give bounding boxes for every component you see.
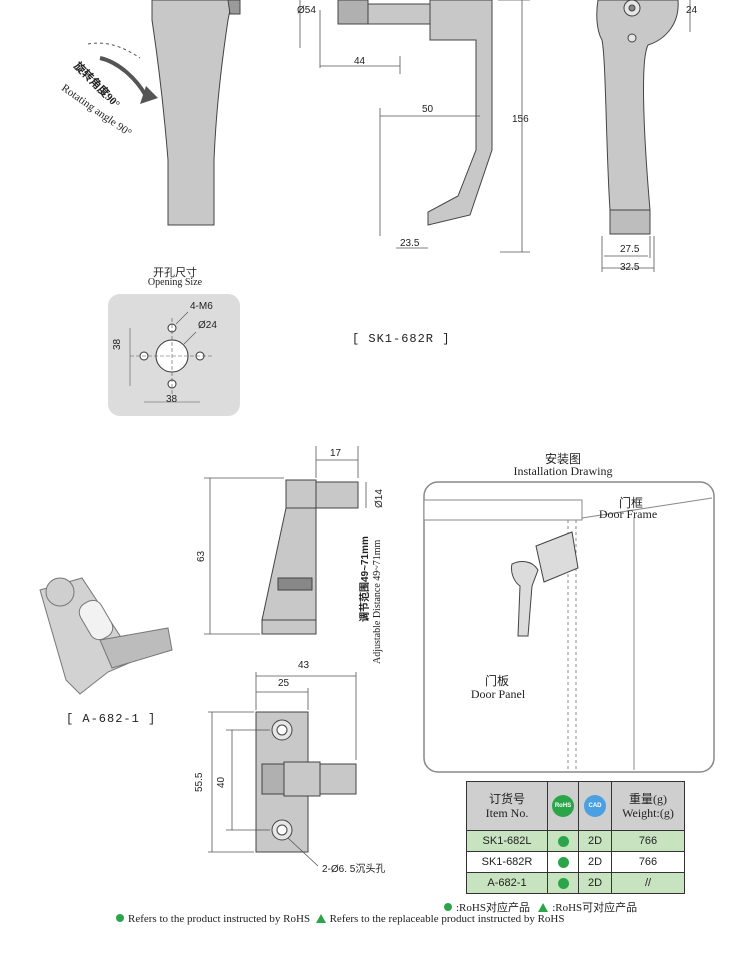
dim-43: 43 bbox=[298, 660, 310, 671]
header-weight: 重量(g) Weight:(g) bbox=[611, 781, 685, 831]
cad-icon: CAD bbox=[584, 795, 606, 817]
bracket-3d-image bbox=[39, 577, 173, 695]
bracket-side-view bbox=[261, 479, 359, 635]
dim-32-5: 32.5 bbox=[620, 262, 640, 273]
row-cad: 2D bbox=[578, 851, 612, 873]
bracket-front-view bbox=[255, 711, 357, 853]
frame-label-en: Door Frame bbox=[598, 507, 658, 521]
rohs-dot-icon bbox=[557, 877, 569, 889]
rohs-dot-icon bbox=[557, 856, 569, 868]
installation-frame bbox=[423, 481, 715, 773]
row-item: A-682-1 bbox=[466, 872, 548, 894]
header-cad: CAD bbox=[578, 781, 612, 831]
header-item-cn: 订货号 bbox=[488, 792, 525, 806]
bracket-side-dims bbox=[204, 446, 367, 635]
opening-title-cn: 开孔尺寸 bbox=[153, 267, 197, 279]
dim-25: 25 bbox=[278, 678, 290, 689]
opening-hole: Ø24 bbox=[198, 320, 217, 331]
table-row: SK1-682L 2D 766 bbox=[466, 830, 685, 852]
opening-thread: 4-M6 bbox=[190, 301, 213, 312]
handle-front-view bbox=[151, 0, 241, 226]
hole-note: 2-Ø6. 5沉头孔 bbox=[322, 864, 386, 875]
table-row: A-682-1 2D // bbox=[466, 872, 685, 894]
row-item: SK1-682L bbox=[466, 830, 548, 852]
dim-50: 50 bbox=[422, 104, 434, 115]
panel-label-cn: 门板 bbox=[484, 674, 509, 688]
dim-23-5: 23.5 bbox=[400, 238, 420, 249]
dim-d54: Ø54 bbox=[297, 5, 316, 16]
dim-55-5: 55.5 bbox=[194, 772, 205, 792]
opening-width: 38 bbox=[166, 394, 178, 405]
legend-cn: :RoHS对应产品 :RoHS可对应产品 bbox=[444, 899, 637, 915]
dim-24: 24 bbox=[686, 5, 698, 16]
dim-63: 63 bbox=[196, 550, 207, 562]
row-cad: 2D bbox=[578, 872, 612, 894]
dim-27-5: 27.5 bbox=[620, 244, 640, 255]
bracket-code: [ A-682-1 ] bbox=[66, 712, 157, 726]
header-rohs: RoHS bbox=[547, 781, 579, 831]
adjust-en: Adjustable Distance 49~71mm bbox=[372, 539, 383, 664]
header-weight-en: Weight:(g) bbox=[622, 806, 674, 820]
row-rohs bbox=[547, 851, 579, 873]
handle-rear-view bbox=[596, 0, 679, 235]
rohs-icon: RoHS bbox=[552, 795, 574, 817]
rear-dim-lines bbox=[601, 0, 691, 272]
header-item-en: Item No. bbox=[485, 806, 529, 820]
legend-en-rohs: Refers to the product instructed by RoHS bbox=[128, 913, 311, 925]
opening-size-panel bbox=[108, 294, 240, 416]
legend-cn-rohs: :RoHS对应产品 bbox=[456, 902, 530, 914]
row-rohs bbox=[547, 872, 579, 894]
install-title-cn: 安装图 bbox=[544, 452, 581, 466]
rotation-arrow bbox=[99, 56, 148, 97]
legend-en: Refers to the product instructed by RoHS… bbox=[116, 913, 565, 925]
row-cad: 2D bbox=[578, 830, 612, 852]
row-weight: 766 bbox=[611, 851, 685, 873]
frame-label-cn: 门框 bbox=[618, 496, 643, 510]
rohs-dot-icon bbox=[557, 835, 569, 847]
install-title-en: Installation Drawing bbox=[513, 464, 613, 478]
green-triangle-icon bbox=[315, 914, 326, 923]
header-weight-cn: 重量(g) bbox=[629, 792, 667, 806]
dim-d14: Ø14 bbox=[374, 489, 385, 508]
dashed-arc bbox=[87, 42, 141, 59]
table-row: SK1-682R 2D 766 bbox=[466, 851, 685, 873]
spec-table: 订货号 Item No. RoHS CAD 重量(g) Weight:(g) S… bbox=[466, 781, 685, 894]
bracket-front-dims bbox=[208, 672, 357, 867]
opening-title-en: Opening Size bbox=[147, 277, 203, 288]
handle-side-view bbox=[337, 0, 493, 226]
row-weight: // bbox=[611, 872, 685, 894]
dim-156: 156 bbox=[512, 114, 529, 125]
opening-height: 38 bbox=[112, 338, 123, 350]
row-item: SK1-682R bbox=[466, 851, 548, 873]
dim-44: 44 bbox=[354, 56, 366, 67]
panel-label-en: Door Panel bbox=[470, 687, 526, 701]
green-triangle-icon bbox=[538, 903, 549, 912]
product-code: [ SK1-682R ] bbox=[352, 332, 451, 346]
adjust-cn: 调节范围49~71mm bbox=[360, 536, 371, 622]
dim-17: 17 bbox=[330, 448, 342, 459]
row-rohs bbox=[547, 830, 579, 852]
dim-40: 40 bbox=[216, 776, 227, 788]
header-item: 订货号 Item No. bbox=[466, 781, 548, 831]
row-weight: 766 bbox=[611, 830, 685, 852]
green-dot-icon bbox=[116, 914, 124, 922]
side-dim-lines bbox=[299, 0, 530, 253]
legend-cn-replace: :RoHS可对应产品 bbox=[552, 902, 638, 914]
green-dot-icon bbox=[444, 903, 452, 911]
table-header-row: 订货号 Item No. RoHS CAD 重量(g) Weight:(g) bbox=[466, 781, 685, 831]
legend-en-replace: Refers to the replaceable product instru… bbox=[329, 913, 565, 925]
rotation-arrowhead bbox=[140, 86, 158, 104]
